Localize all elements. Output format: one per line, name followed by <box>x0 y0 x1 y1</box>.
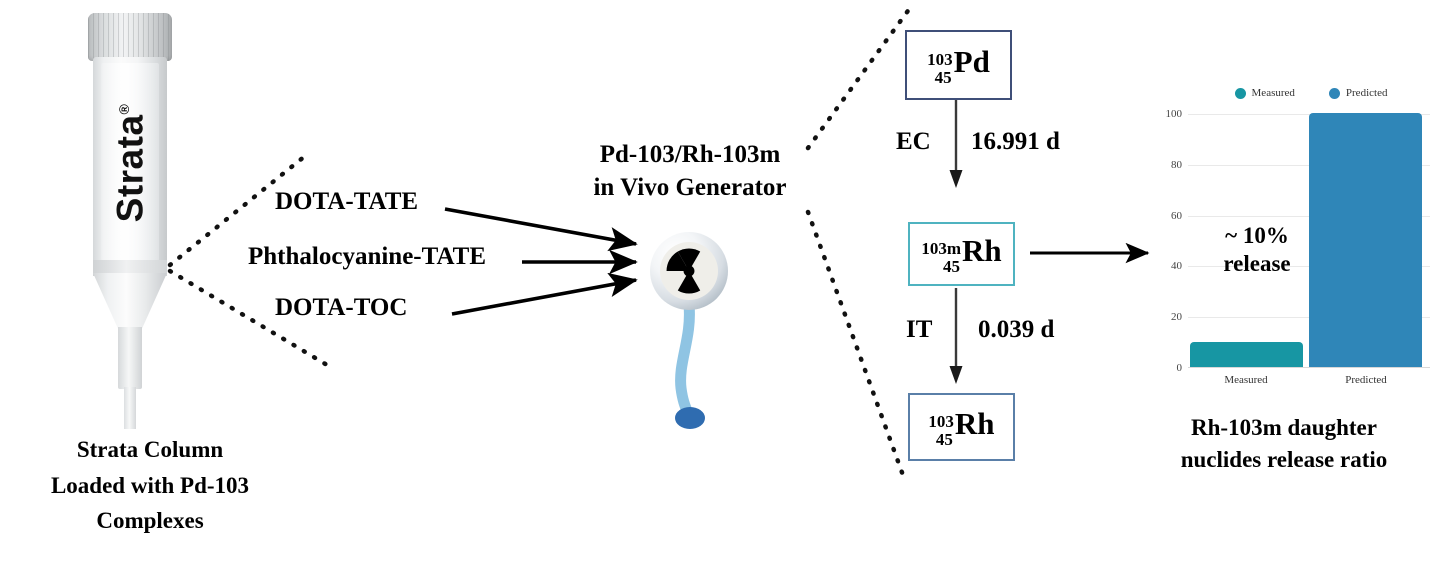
decay-mode-ec: EC <box>896 128 931 155</box>
generator-title: Pd-103/Rh-103m in Vivo Generator <box>575 138 805 204</box>
y-axis-tick-100: 100 <box>1165 108 1183 120</box>
ligand-label-dota-toc: DOTA-TOC <box>275 294 408 321</box>
chart-caption-line2: nuclides release ratio <box>1180 447 1388 473</box>
strata-brand-text: Strata <box>109 114 150 223</box>
generator-fan-dotted-lines <box>805 5 913 481</box>
decay-halflife-ec: 16.991 d <box>971 128 1060 155</box>
column-caption-line3: Complexes <box>96 508 204 534</box>
legend-dot-measured <box>1234 87 1246 99</box>
decay-halflife-it: 0.039 d <box>978 316 1055 343</box>
ligand-label-dota-tate: DOTA-TATE <box>275 188 419 215</box>
element-symbol-pd: Pd <box>953 44 990 80</box>
element-symbol-rh-meta: Rh <box>962 233 1002 269</box>
nuclide-box-rh103m: 103m 45 Rh <box>908 222 1015 286</box>
annotation-line2: release <box>1223 250 1291 276</box>
bar-predicted <box>1309 113 1422 367</box>
y-axis-tick-80: 80 <box>1171 158 1182 171</box>
atomic-number-pd103: 45 <box>934 67 952 87</box>
decay-arrow-ec <box>949 100 963 188</box>
column-barrel <box>93 57 167 269</box>
bar-measured <box>1190 341 1303 367</box>
mass-number-pd103: 103 <box>927 50 953 70</box>
decay-arrow-it <box>949 288 963 384</box>
column-cap <box>88 13 172 61</box>
atomic-number-rh103m: 45 <box>943 256 961 276</box>
y-axis-tick-0: 0 <box>1176 362 1183 374</box>
cap-ribbing <box>88 13 172 61</box>
column-tip-lower <box>124 387 136 429</box>
nuclide-box-rh103: 103 45 Rh <box>908 393 1015 461</box>
generator-sphere <box>650 232 728 310</box>
nuclide-formula-pd103: 103 45 Pd <box>927 44 990 86</box>
legend-dot-predicted <box>1328 87 1340 99</box>
column-barrel-inner <box>101 63 159 261</box>
nuclide-box-pd103: 103 45 Pd <box>905 30 1012 100</box>
legend-label-predicted: Predicted <box>1345 87 1388 99</box>
column-frit <box>93 260 167 276</box>
y-axis-tick-60: 60 <box>1171 209 1182 222</box>
chart-legend: Measured Predicted <box>1192 87 1430 99</box>
column-tip-upper <box>118 327 142 389</box>
annotation-line1: ~ 10% <box>1225 223 1289 248</box>
column-caption: Strata Column Loaded with Pd-103 Complex… <box>0 432 300 539</box>
y-axis-tick-40: 40 <box>1171 260 1182 273</box>
chart-caption: Rh-103m daughter nuclides release ratio <box>1134 412 1434 476</box>
strata-column-graphic: Strata® <box>60 5 240 435</box>
ligand-label-phthalocyanine-tate: Phthalocyanine-TATE <box>248 243 486 270</box>
trademark-symbol: ® <box>115 103 132 115</box>
nuclide-formula-rh103m: 103m 45 Rh <box>921 233 1001 275</box>
generator-tail <box>675 300 705 429</box>
element-symbol-rh: Rh <box>954 406 995 442</box>
x-axis-label-measured: Measured <box>1224 374 1268 386</box>
mass-number-rh103m: 103m <box>921 239 962 259</box>
column-caption-line1: Strata Column <box>76 437 224 462</box>
ligand-arrows <box>444 207 638 316</box>
y-axis-tick-20: 20 <box>1171 311 1182 324</box>
decay-mode-it: IT <box>906 316 933 343</box>
chart-caption-line1: Rh-103m daughter <box>1191 415 1377 440</box>
mass-number-rh103: 103 <box>928 412 954 432</box>
chart-x-axis <box>1188 367 1430 368</box>
generator-core <box>660 242 718 300</box>
chart-plot-area: 100 80 60 40 20 0 Measured Predicted ~ 1… <box>1166 108 1430 386</box>
x-axis-label-predicted: Predicted <box>1345 374 1387 386</box>
legend-item-measured: Measured <box>1234 87 1295 99</box>
legend-item-predicted: Predicted <box>1328 87 1388 99</box>
chart-annotation-release: ~ 10% release <box>1202 222 1312 277</box>
release-arrow-to-chart <box>1030 242 1150 264</box>
column-caption-line2: Loaded with Pd-103 <box>50 472 250 498</box>
atomic-number-rh103: 45 <box>935 429 953 449</box>
column-shoulder <box>93 273 167 329</box>
column-fan-dotted-lines <box>167 149 335 371</box>
radioactive-trefoil-icon <box>666 248 701 294</box>
strata-brand-label: Strata® <box>93 57 167 269</box>
generator-title-line1: Pd-103/Rh-103m <box>599 141 781 168</box>
release-ratio-bar-chart: Measured Predicted 100 80 60 40 20 0 Mea… <box>1152 84 1430 386</box>
legend-label-measured: Measured <box>1251 87 1295 99</box>
generator-title-line2: in Vivo Generator <box>593 174 787 201</box>
nuclide-formula-rh103: 103 45 Rh <box>928 406 994 448</box>
